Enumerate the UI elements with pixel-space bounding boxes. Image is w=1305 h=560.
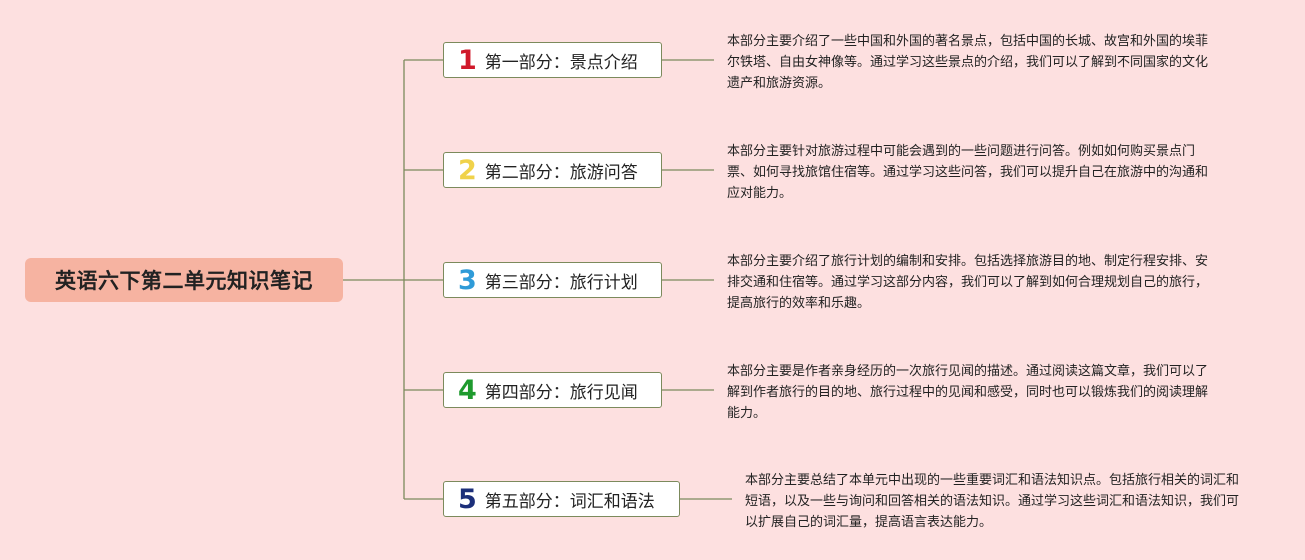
branch-5[interactable]: 5 第五部分：词汇和语法 [443,481,680,517]
root-topic[interactable]: 英语六下第二单元知识笔记 [25,258,343,302]
number-2-icon: 2 [458,154,477,186]
branch-2-label: 第二部分：旅游问答 [484,162,638,183]
branch-4[interactable]: 4 第四部分：旅行见闻 [443,372,662,408]
number-4-icon: 4 [458,374,477,406]
number-1-icon: 1 [458,44,477,76]
branch-4-description: 本部分主要是作者亲身经历的一次旅行见闻的描述。通过阅读这篇文章，我们可以了解到作… [727,364,1209,421]
branch-1-label: 第一部分：景点介绍 [484,52,638,73]
root-title: 英语六下第二单元知识笔记 [55,269,313,293]
number-3-icon: 3 [458,264,477,296]
number-5-icon: 5 [458,483,477,515]
branch-3-description: 本部分主要介绍了旅行计划的编制和安排。包括选择旅游目的地、制定行程安排、安排交通… [727,254,1209,311]
branch-3[interactable]: 3 第三部分：旅行计划 [443,262,662,298]
branch-1[interactable]: 1 第一部分：景点介绍 [443,42,662,78]
branch-3-label: 第三部分：旅行计划 [484,272,638,293]
branch-5-description: 本部分主要总结了本单元中出现的一些重要词汇和语法知识点。包括旅行相关的词汇和短语… [745,473,1240,530]
branch-1-description: 本部分主要介绍了一些中国和外国的著名景点，包括中国的长城、故宫和外国的埃菲尔铁塔… [727,34,1209,91]
branch-4-label: 第四部分：旅行见闻 [484,382,638,403]
branch-2-description: 本部分主要针对旅游过程中可能会遇到的一些问题进行问答。例如如何购买景点门票、如何… [727,144,1209,201]
branch-5-label: 第五部分：词汇和语法 [484,491,655,512]
branch-2[interactable]: 2 第二部分：旅游问答 [443,152,662,188]
